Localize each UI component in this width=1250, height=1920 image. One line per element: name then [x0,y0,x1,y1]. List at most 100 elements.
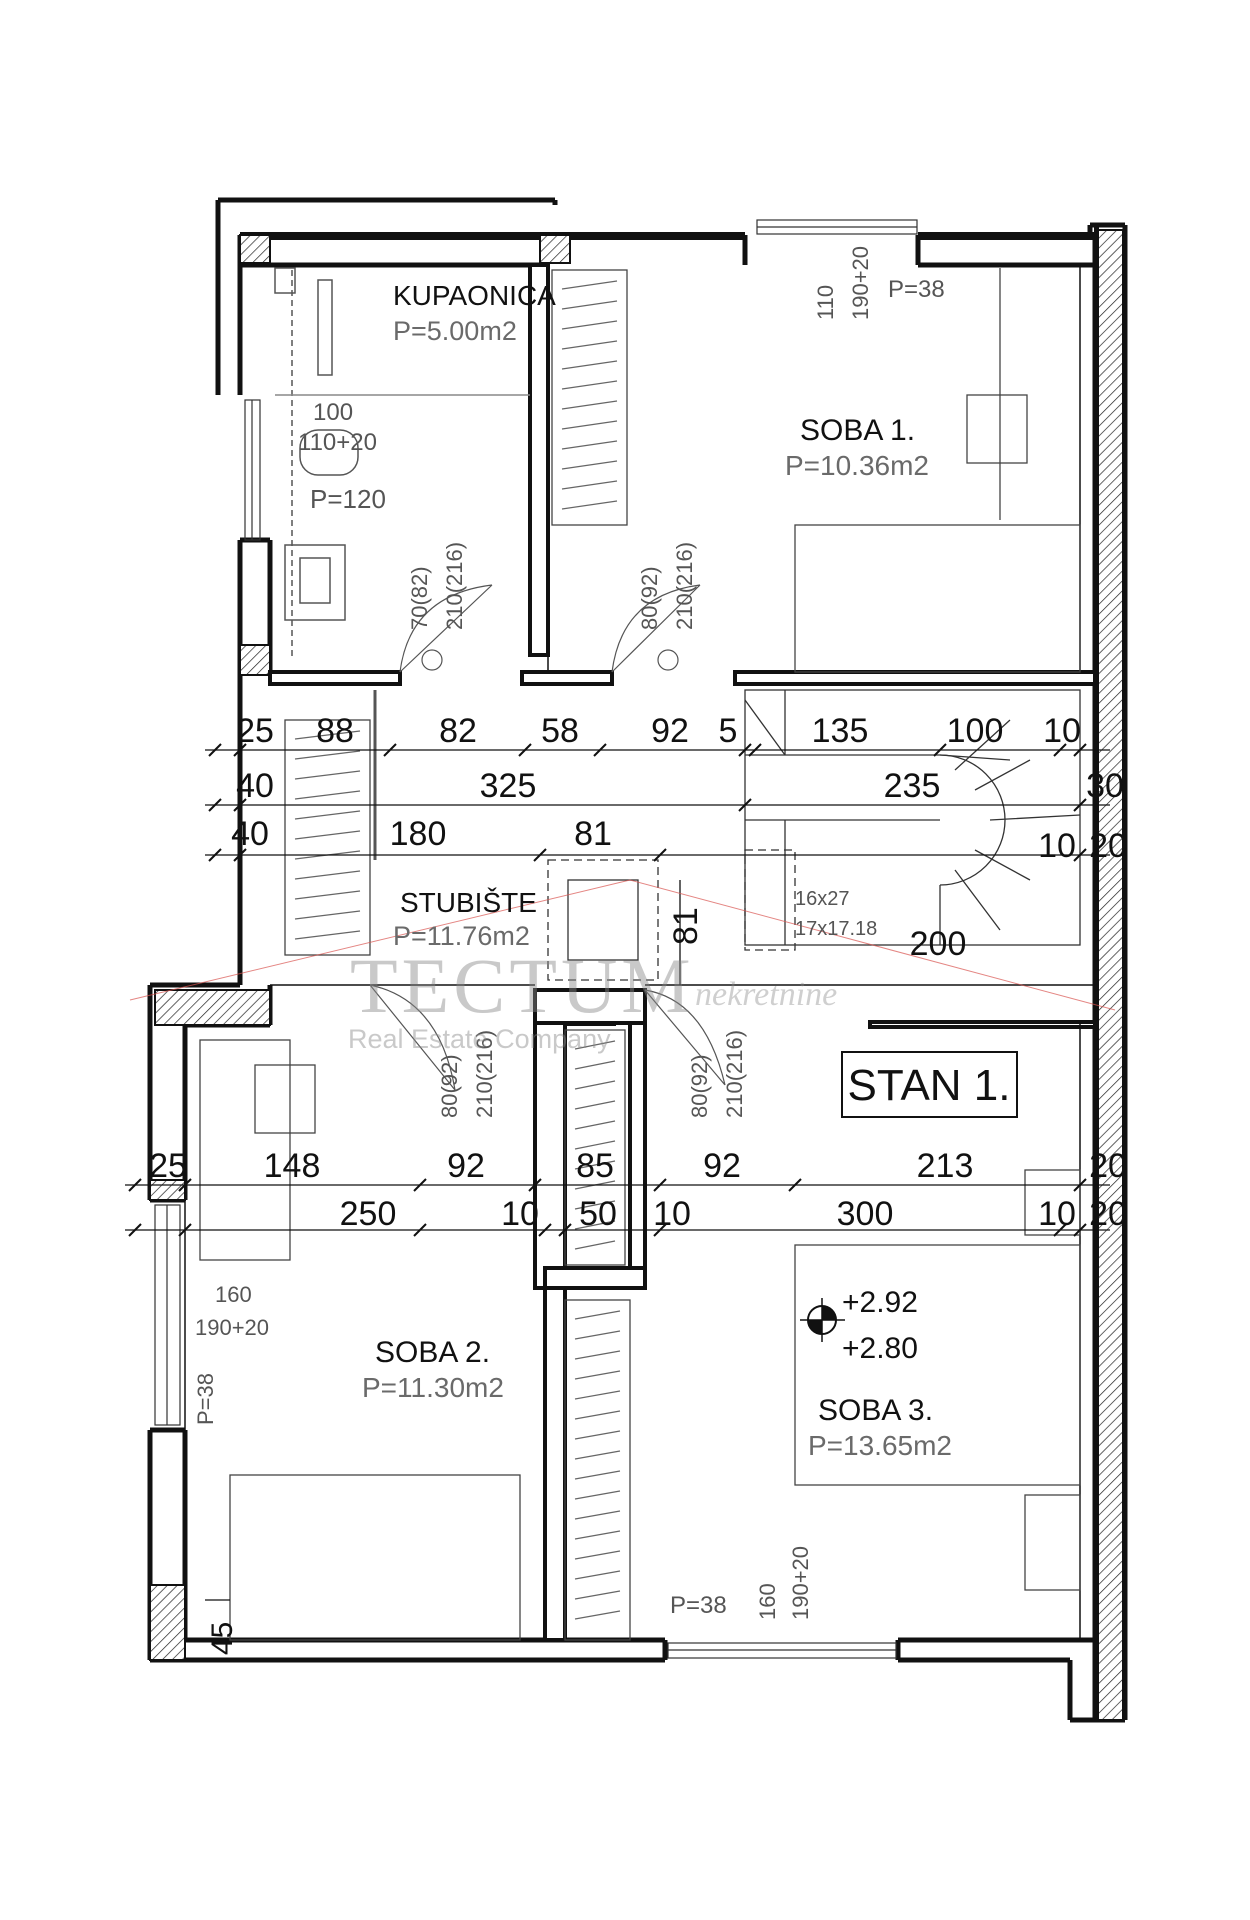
dim-value: 10 [1043,712,1081,750]
door-bath: 70(82) 210(216) [407,542,467,630]
dimension-tick [208,743,222,757]
hanger-mark [574,1140,616,1150]
room-stubiste: STUBIŠTE P=11.76m2 [393,887,537,951]
hanger-mark [574,1610,621,1620]
window-width: 100 [313,399,353,426]
dimension-tick [653,848,667,862]
hanger-mark [561,440,618,450]
window-bottom: 160 190+20 P=38 [670,1546,813,1620]
room-area: P=5.00m2 [393,316,517,346]
watermark-tag: nekretnine [695,976,837,1013]
interior-walls [268,263,1097,1642]
dimension-tick [208,848,222,862]
hanger-mark [574,1080,616,1090]
hanger-mark [574,1470,621,1480]
window-height: 110+20 [298,429,377,456]
hanger-mark [561,280,618,290]
dimension-tick [1053,1223,1067,1237]
guide-lines [129,879,1116,1011]
dim-value: 100 [947,712,1004,750]
window-sill: P=120 [310,484,386,514]
room-name: SOBA 3. [818,1394,933,1427]
dimension-tick [1053,743,1067,757]
dim-value: 200 [910,925,967,963]
dim-value: 58 [541,712,579,750]
dim-value: 250 [340,1195,397,1233]
hanger-mark [574,1330,621,1340]
room-soba2: SOBA 2. P=11.30m2 [362,1336,504,1403]
hanger-mark [294,910,361,920]
dimension-row-1: 25 88 82 58 92 5 135 100 10 [236,712,1081,750]
dim-value: 213 [917,1147,974,1185]
hanger-mark [561,400,618,410]
hanger-mark [294,830,361,840]
hanger-mark [294,810,361,820]
furniture [199,268,1081,1641]
dimension-row-3: 40 180 81 10 20 [231,815,1127,865]
door-width: 80(92) [437,1054,462,1118]
dim-value: 50 [579,1195,617,1233]
watermark: TECTUM nekretnine Real Estate Company [348,942,837,1054]
door-height: 210(216) [472,1030,497,1118]
hanger-mark [574,1530,621,1540]
dimension-tick [933,743,947,757]
door-width: 80(92) [687,1054,712,1118]
wardrobe-hangers [294,280,621,1620]
dim-value: 30 [1086,767,1124,805]
dim-value: 92 [447,1147,485,1185]
room-area: P=13.65m2 [808,1430,952,1461]
dim-value: 25 [149,1147,187,1185]
window-width: 160 [215,1282,252,1307]
hanger-mark [574,1450,621,1460]
room-area: P=10.36m2 [785,450,929,481]
room-name: STUBIŠTE [400,887,537,918]
hanger-mark [561,500,618,510]
door-height: 210(216) [722,1030,747,1118]
dim-value: 10 [501,1195,539,1233]
window-height: 190+20 [195,1315,269,1340]
door-soba1: 80(92) 210(216) [637,542,697,630]
door-soba3: 80(92) 210(216) [687,1030,747,1118]
dim-value: 148 [264,1147,321,1185]
dimension-tick [128,1178,142,1192]
dimension-row-5: 250 10 50 10 300 10 20 [340,1195,1127,1233]
hanger-mark [574,1390,621,1400]
hanger-mark [574,1430,621,1440]
window-sill: P=38 [670,1592,727,1619]
hanger-mark [574,1490,621,1500]
elevation-lower: +2.80 [842,1332,918,1365]
dimension-lines [125,749,1110,1601]
dim-value: 81 [574,815,612,853]
dim-value: 82 [439,712,477,750]
room-name: SOBA 1. [800,414,915,447]
hanger-mark [561,360,618,370]
dimension-tick [413,1178,427,1192]
dimension-tick [538,1223,552,1237]
dimension-tick [1073,743,1087,757]
dim-value: 92 [703,1147,741,1185]
dimension-tick [383,743,397,757]
hanger-mark [574,1370,621,1380]
dimension-tick [1073,848,1087,862]
hanger-mark [574,1590,621,1600]
dimension-tick [558,1223,572,1237]
room-name: SOBA 2. [375,1336,490,1369]
dimension-tick [528,1178,542,1192]
dim-value: 20 [1089,1147,1127,1185]
dim-value: 5 [719,712,738,750]
dim-value: 40 [231,815,269,853]
dimension-tick [738,798,752,812]
dimension-tick [653,1223,667,1237]
window-sill: P=38 [193,1373,218,1425]
windows [154,219,918,1659]
hanger-mark [574,1550,621,1560]
dimension-bottom: 45 [206,1622,239,1655]
stair-spec-line2: 17x17.18 [795,918,877,940]
hanger-mark [574,1510,621,1520]
dim-value: 180 [390,815,447,853]
dimension-tick [128,1223,142,1237]
dim-value: 235 [884,767,941,805]
door-swings [369,584,726,1091]
dimension-tick [738,743,752,757]
dimension-tick [1073,798,1087,812]
